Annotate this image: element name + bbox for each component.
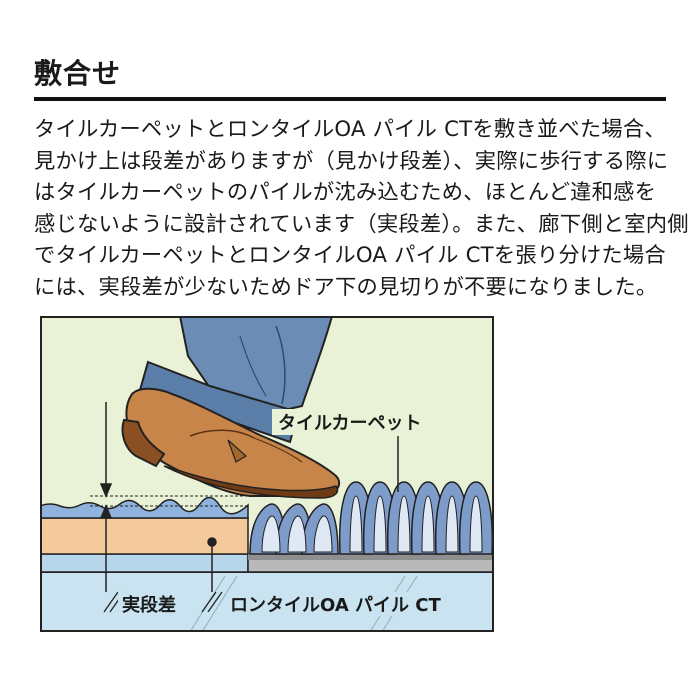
tile-base-layer	[41, 517, 249, 555]
label-tile-carpet: タイルカーペット	[278, 413, 421, 434]
label-bg-product	[228, 592, 458, 616]
shoe-sole	[163, 465, 339, 499]
upright-pile-cores	[349, 495, 483, 553]
leader-slashes	[103, 591, 223, 613]
description-line: 見かけ上は段差がありますが（見かけ段差）、実際に歩行する際に	[34, 148, 669, 174]
description-paragraph: タイルカーペットとロンタイルOA パイル CTを敷き並べた場合、 見かけ上は段差…	[34, 114, 689, 303]
step-dimension	[90, 402, 254, 592]
label-bg-tile-carpet	[272, 409, 452, 435]
leader-product	[207, 537, 217, 592]
tile-blue-band	[41, 553, 249, 573]
label-actual-step: 実段差	[122, 594, 176, 616]
description-line: には、実段差が少ないためドア下の見切りが不要になりました。	[34, 274, 658, 300]
title-underline	[34, 97, 666, 101]
floor-step-diagram: タイルカーペット 実段差 ロンタイルOA パイル CT	[40, 316, 494, 632]
section-title: 敷合せ	[34, 57, 122, 90]
label-bg-actual-step	[118, 592, 190, 616]
compressed-pile-cores	[261, 515, 333, 553]
description-line: タイルカーペットとロンタイルOA パイル CTを敷き並べた場合、	[34, 117, 666, 142]
description-line: はタイルカーペットのパイルが沈み込むため、ほとんど違和感を	[34, 180, 657, 205]
shoe-heel	[121, 418, 166, 468]
diagram-frame	[40, 316, 494, 632]
label-product: ロンタイルOA パイル CT	[230, 595, 441, 616]
description-line: 感じないように設計されています（実段差）。また、廊下側と室内側	[34, 211, 689, 237]
description-line: でタイルカーペットとロンタイルOA パイル CTを張り分けた場合	[34, 243, 666, 268]
diagram-canvas: タイルカーペット 実段差 ロンタイルOA パイル CT	[40, 316, 494, 632]
